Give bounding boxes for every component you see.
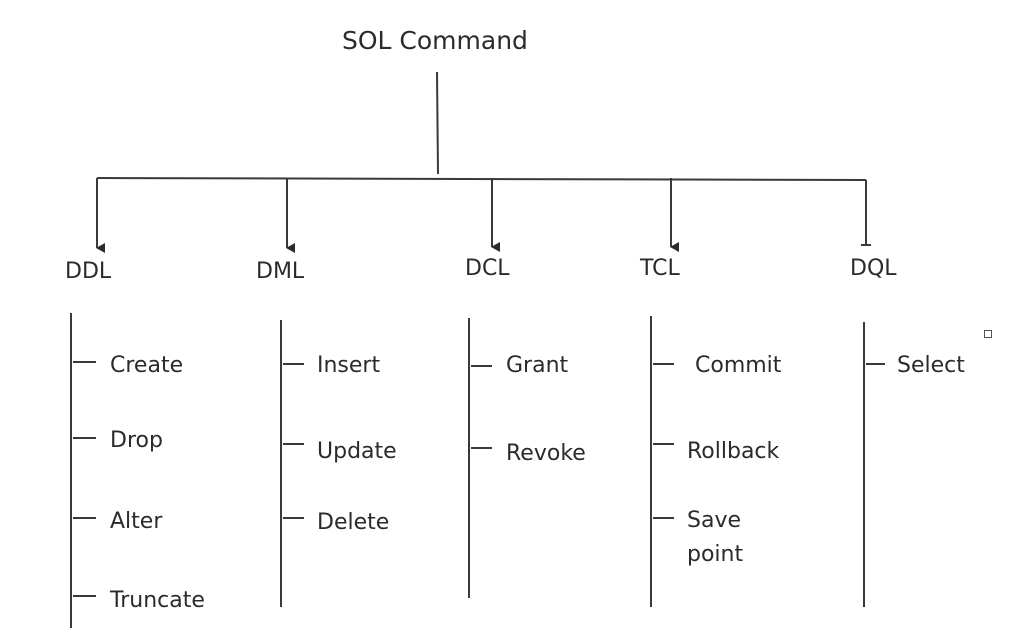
horizontal-bar <box>96 177 867 181</box>
item-select: Select <box>897 353 965 378</box>
item-update: Update <box>317 439 397 464</box>
item-alter: Alter <box>110 509 163 534</box>
item-grant: Grant <box>506 353 569 378</box>
category-dcl: DCL <box>465 256 510 281</box>
title-trunk-line <box>436 71 439 175</box>
item-rollback: Rollback <box>687 439 780 464</box>
item-drop: Drop <box>110 428 163 453</box>
small-square-icon <box>984 330 992 338</box>
category-dql: DQL <box>850 256 897 281</box>
diagram-title: SOL Command <box>342 26 528 55</box>
item-commit: Commit <box>695 353 782 378</box>
item-truncate: Truncate <box>110 588 205 613</box>
category-dml: DML <box>256 259 305 284</box>
item-delete: Delete <box>317 510 390 535</box>
item-save-point: Save point <box>687 508 744 567</box>
item-insert: Insert <box>317 353 381 378</box>
category-ddl: DDL <box>65 259 112 284</box>
item-create: Create <box>110 353 184 378</box>
item-revoke: Revoke <box>506 441 586 466</box>
category-tcl: TCL <box>640 256 680 281</box>
